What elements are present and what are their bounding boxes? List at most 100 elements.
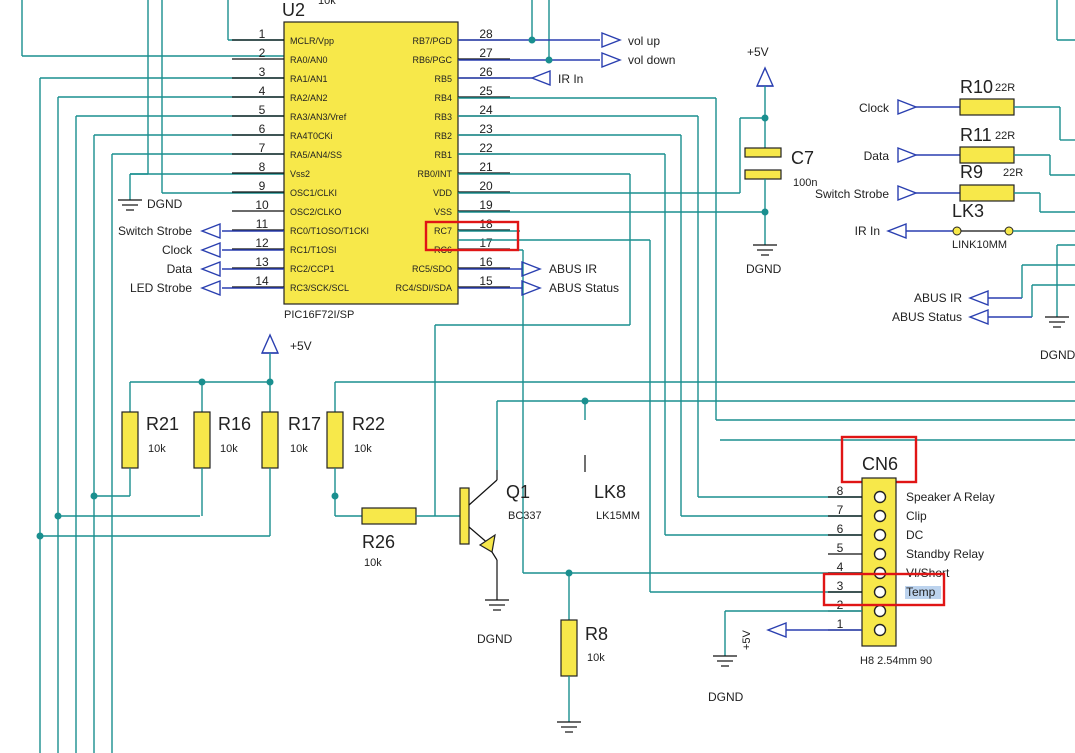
- u2-left-pin-name: RA3/AN3/Vref: [290, 112, 347, 122]
- port-r-data: Data: [864, 149, 890, 163]
- u2-left-pin-name: RC2/CCP1: [290, 264, 335, 274]
- u2-right-pin-name: VDD: [433, 188, 453, 198]
- cn6-pin-socket: [873, 547, 887, 561]
- top-right-wires: [531, 0, 1075, 60]
- u2-left-pin-number: 2: [259, 46, 266, 60]
- port-r-abus-ir: ABUS IR: [914, 291, 962, 305]
- u2-right-pin-name: RB2: [434, 131, 452, 141]
- r8-ref: R8: [585, 624, 608, 644]
- u2-left-pin-name: RA1/AN1: [290, 74, 328, 84]
- u2-right-pin-name: RB1: [434, 150, 452, 160]
- cn6-pin-number: 4: [837, 560, 844, 574]
- lk3-value: LINK10MM: [952, 239, 1007, 251]
- q1-circuit: R26 10k DGND Q1 BC337: [361, 470, 542, 646]
- c7-ref: C7: [791, 148, 814, 168]
- u2-left-pin-name: RC3/SCK/SCL: [290, 283, 349, 293]
- q1-gnd-label: DGND: [477, 632, 513, 646]
- r11-value: 22R: [995, 130, 1015, 142]
- u2-left-pin-number: 4: [259, 84, 266, 98]
- u2-left-pin-name: RA4T0CKi: [290, 131, 333, 141]
- cn6-pin-name: DC: [906, 528, 924, 542]
- c7-branch: +5V DGND C7 100n: [744, 45, 817, 276]
- r16-ref: R16: [218, 414, 251, 434]
- u2-left-pin-number: 14: [255, 274, 269, 288]
- r17-ref: R17: [288, 414, 321, 434]
- cn6-pin-socket: [873, 490, 887, 504]
- cn6-pin-number: 3: [837, 579, 844, 593]
- dgnd-left-label: DGND: [147, 197, 183, 211]
- u2-left-pin-name: OSC1/CLKI: [290, 188, 337, 198]
- u2-left-pin-number: 3: [259, 65, 266, 79]
- u2-ref: U2: [282, 0, 305, 20]
- u2-left-pin-number: 5: [259, 103, 266, 117]
- u2-right-pin-name: VSS: [434, 207, 452, 217]
- u2-right-pin-number: 25: [479, 84, 493, 98]
- lk8-ref: LK8: [594, 482, 626, 502]
- cn6-pin-name: Clip: [906, 509, 927, 523]
- port-abus-status: ABUS Status: [549, 281, 619, 295]
- u2-left-pin-number: 10: [255, 198, 269, 212]
- cn6-pin-number: 1: [837, 617, 844, 631]
- cn6-gnd-label: DGND: [708, 690, 744, 704]
- u2-right-pin-name: RB0/INT: [417, 169, 452, 179]
- port-r-abus-status: ABUS Status: [892, 310, 962, 324]
- u2-right-pin-number: 17: [479, 236, 493, 250]
- u2-left-pin-number: 9: [259, 179, 266, 193]
- cn6-pin-socket: [873, 585, 887, 599]
- cn6-pin-name: Temp: [906, 585, 936, 599]
- r26-ref: R26: [362, 532, 395, 552]
- port-r-clock: Clock: [859, 101, 890, 115]
- r10-value: 22R: [995, 82, 1015, 94]
- lk8-value: LK15MM: [596, 510, 640, 522]
- r17-value: 10k: [290, 443, 308, 455]
- right-gnd-label: DGND: [1040, 348, 1075, 362]
- u2-right-pin-name: RB5: [434, 74, 452, 84]
- cn6-pin-number: 5: [837, 541, 844, 555]
- cn6-pin-name: Standby Relay: [906, 547, 984, 561]
- cn6-pin-socket: [873, 509, 887, 523]
- r22-ref: R22: [352, 414, 385, 434]
- u2-left-pin-name: RA2/AN2: [290, 93, 328, 103]
- u2-right-pin-number: 28: [479, 27, 493, 41]
- u2-left-pin-name: RC0/T1OSO/T1CKI: [290, 226, 369, 236]
- left-bus-wires: [21, 0, 284, 753]
- u2-part: PIC16F72I/SP: [284, 309, 354, 321]
- cn6-pin-number: 6: [837, 522, 844, 536]
- r8: R8 10k: [557, 573, 608, 733]
- cn6-pin-name: Speaker A Relay: [906, 490, 995, 504]
- u2-right-pin-name: RB7/PGD: [412, 36, 452, 46]
- port-vol-up: vol up: [628, 34, 660, 48]
- u2-right-pin-name: RB6/PGC: [412, 55, 452, 65]
- u2-right-pin-number: 20: [479, 179, 493, 193]
- u2-left-pin-number: 8: [259, 160, 266, 174]
- u2-left-pin-name: RA0/AN0: [290, 55, 328, 65]
- port-abus-ir: ABUS IR: [549, 262, 597, 276]
- c7-value: 100n: [793, 177, 817, 189]
- cn6-pin-number: 7: [837, 503, 844, 517]
- port-ir-in: IR In: [558, 72, 583, 86]
- r16-value: 10k: [220, 443, 238, 455]
- u2-right-pin-number: 26: [479, 65, 493, 79]
- u2-left-pin-name: MCLR/Vpp: [290, 36, 334, 46]
- r26-value: 10k: [364, 557, 382, 569]
- highlight-rc7: [424, 220, 520, 252]
- u2-left-pin-number: 7: [259, 141, 266, 155]
- c7-vcc-label: +5V: [747, 45, 769, 59]
- u2-left-pin-number: 12: [255, 236, 269, 250]
- u2-left-pin-number: 6: [259, 122, 266, 136]
- cn6-pin-number: 8: [837, 484, 844, 498]
- u2-left-pin-name: RA5/AN4/SS: [290, 150, 342, 160]
- port-r-switch-strobe: Switch Strobe: [815, 187, 889, 201]
- u2-right-pin-name: RC4/SDI/SDA: [395, 283, 452, 293]
- port-led-strobe: LED Strobe: [130, 281, 192, 295]
- port-switch-strobe: Switch Strobe: [118, 224, 192, 238]
- r10-ref: R10: [960, 77, 993, 97]
- u2-value-fragment: 10k: [318, 0, 336, 7]
- u2-left-pin-name: Vss2: [290, 169, 310, 179]
- u2-right-pin-number: 22: [479, 141, 493, 155]
- dgnd-left: DGND: [118, 197, 183, 211]
